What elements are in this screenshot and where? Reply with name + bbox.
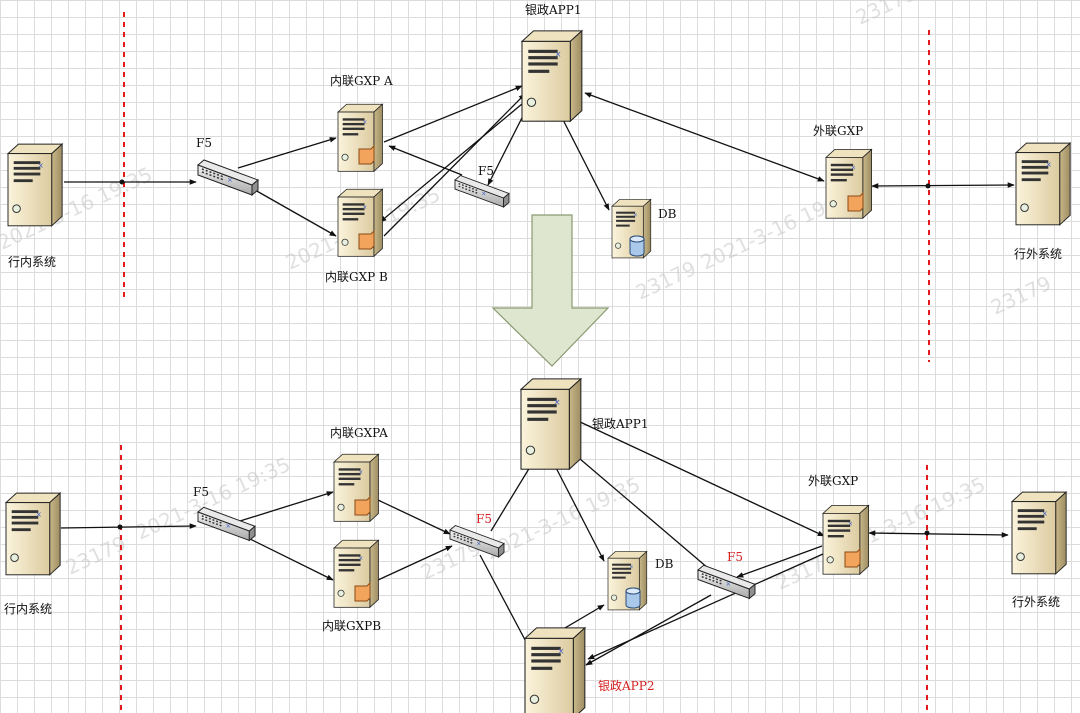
watermark-text: 23179 [852, 0, 920, 30]
external-system-label: 行外系统 [1014, 247, 1062, 261]
database-icon [629, 235, 645, 257]
db-label: DB [655, 557, 674, 571]
watermark-text: 23179 [632, 256, 700, 305]
bottom-edges [60, 420, 1009, 666]
f5-switch-mid[interactable] [454, 174, 510, 208]
gxp-a-label: 内联GXPA [330, 426, 388, 440]
external-system-server[interactable] [1015, 142, 1071, 226]
f5-label: F5 [727, 550, 743, 564]
gxp-b-label: 内联GXP B [325, 270, 388, 284]
ext-gxp-badge-icon [844, 548, 861, 568]
network-boundaries [120, 12, 930, 713]
gxp-a-badge-icon [354, 496, 371, 516]
watermark-text: 23179 [62, 531, 130, 580]
gxp-a-badge-icon [358, 145, 375, 165]
ext-gxp-label: 外联GXP [813, 124, 863, 138]
f5-switch-right[interactable] [697, 564, 756, 600]
app2-server[interactable] [524, 627, 586, 713]
gxp-b-badge-icon [354, 582, 371, 602]
gxp-a-label: 内联GXP A [330, 74, 393, 88]
f5-label: F5 [476, 512, 492, 526]
watermark-text: 23179 [987, 271, 1055, 320]
external-system-label: 行外系统 [1012, 595, 1060, 609]
transition-arrow [491, 214, 610, 367]
gxp-b-label: 内联GXPB [322, 619, 381, 633]
gxp-b-badge-icon [358, 230, 375, 250]
db-label: DB [658, 207, 677, 221]
top-diagram: 行内系统 F5 内联GXP A 内联GXP B F5 银政APP1 DB 外联G… [7, 3, 1071, 284]
app1-label: 银政APP1 [525, 3, 581, 17]
f5-switch-left[interactable] [197, 506, 256, 542]
top-edges [64, 85, 1015, 237]
app1-server[interactable] [520, 378, 582, 470]
internal-system-server[interactable] [5, 492, 61, 576]
f5-label: F5 [196, 136, 212, 150]
external-system-server[interactable] [1011, 491, 1067, 575]
app2-label: 银政APP2 [598, 679, 654, 693]
ext-gxp-label: 外联GXP [808, 474, 858, 488]
internal-system-label: 行内系统 [4, 602, 52, 616]
bottom-diagram: 行内系统 F5 内联GXPA 内联GXPB F5 银政APP1 DB F5 外联… [4, 378, 1067, 713]
f5-label: F5 [478, 164, 494, 178]
ext-gxp-badge-icon [847, 192, 864, 212]
app1-label: 银政APP1 [592, 417, 648, 431]
internal-system-server[interactable] [7, 143, 63, 227]
database-icon [625, 587, 641, 609]
internal-system-label: 行内系统 [8, 255, 56, 269]
f5-label: F5 [193, 485, 209, 499]
app1-server[interactable] [521, 30, 583, 122]
watermark-text: 2021-3-16 19:35 [132, 452, 294, 545]
watermark-text: 2021-3-16 19:35 [482, 472, 644, 565]
